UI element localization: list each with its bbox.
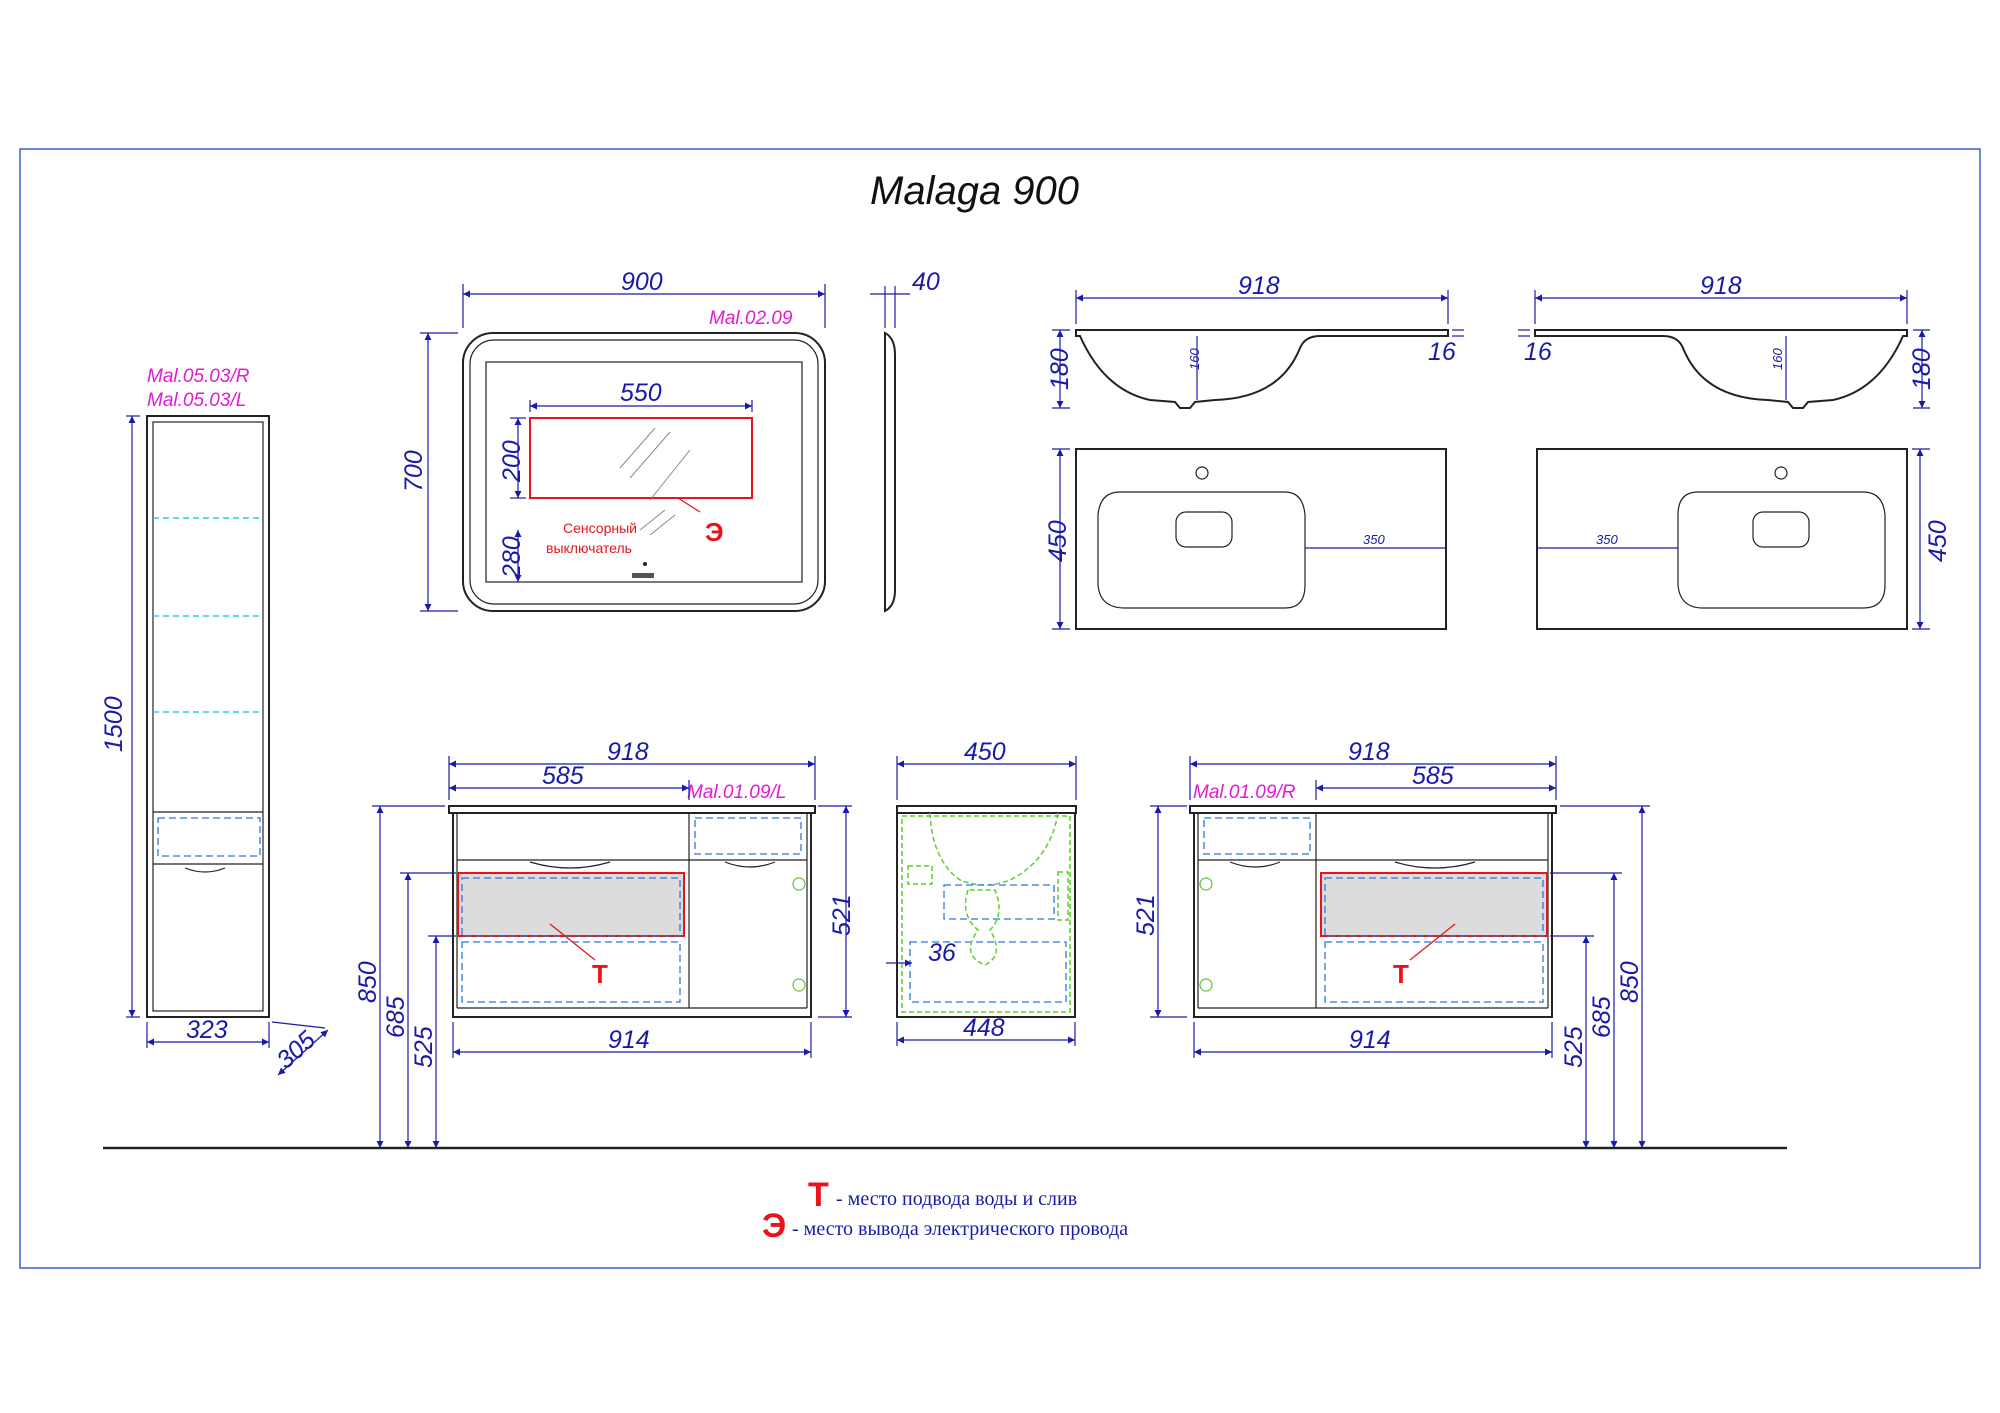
column-cabinet (146, 415, 270, 1018)
sink-right-plan (1536, 448, 1908, 630)
legend-t-text: - место подвода воды и слив (836, 1188, 1077, 1210)
sink-left-plan (1075, 448, 1447, 630)
vanity-left-h685-label: 685 (382, 996, 410, 1038)
mirror-height-label: 700 (400, 450, 428, 492)
vanity-right-top-width-label: 918 (1348, 738, 1390, 766)
mirror-panel-height-label: 200 (498, 440, 526, 483)
legend-e-text: - место вывода электрического провода (792, 1218, 1128, 1240)
mirror-switch-label-2: выключатель (546, 540, 632, 556)
vanity-right-body-height-label: 521 (1132, 894, 1160, 936)
vanity-right-h525-label: 525 (1560, 1026, 1588, 1068)
mirror-switch-label-1: Сенсорный (563, 520, 637, 536)
mirror-side (884, 331, 896, 613)
mirror-code: Mal.02.09 (709, 308, 793, 329)
legend-e-mark: Э (762, 1207, 786, 1245)
vanity-right-h685-label: 685 (1588, 996, 1616, 1038)
vanity-side-body-depth-label: 448 (963, 1014, 1005, 1042)
sink-right-inner-label: 160 (1770, 348, 1785, 370)
sink-left-section (1075, 329, 1449, 409)
mirror-electric-mark: Э (705, 517, 724, 547)
vanity-left-h850-label: 850 (354, 961, 382, 1003)
vanity-side-gap-label: 36 (928, 939, 956, 967)
sink-right-width-label: 918 (1700, 272, 1742, 300)
sink-right-height-label: 180 (1908, 348, 1936, 390)
column-height-label: 1500 (100, 696, 128, 752)
column-width-label: 323 (186, 1016, 228, 1044)
vanity-left-water-mark: Т (592, 959, 608, 989)
vanity-left-top-width-label: 918 (607, 738, 649, 766)
mirror-switch-height-label: 280 (498, 536, 526, 579)
sink-left-offset-label: 350 (1363, 532, 1385, 547)
mirror-panel-width-label: 550 (620, 379, 662, 407)
legend-t-mark: Т (808, 1176, 829, 1214)
page-title: Malaga 900 (870, 169, 1079, 213)
vanity-right-code: Mal.01.09/R (1193, 782, 1296, 803)
vanity-right-water-mark: Т (1393, 959, 1409, 989)
sink-left-inner-label: 160 (1187, 348, 1202, 370)
vanity-left-h525-label: 525 (410, 1026, 438, 1068)
sheet-frame (19, 148, 1981, 1269)
vanity-right-drawer-width-label: 585 (1412, 762, 1454, 790)
vanity-right-h850-label: 850 (1616, 961, 1644, 1003)
vanity-left-front (448, 805, 816, 1018)
vanity-left-drawer-width-label: 585 (542, 762, 584, 790)
sink-right-rim-label: 16 (1524, 338, 1552, 366)
vanity-left-body-height-label: 521 (828, 894, 856, 936)
sink-left-depth-label: 450 (1044, 520, 1072, 562)
sink-left-width-label: 918 (1238, 272, 1280, 300)
vanity-side (896, 805, 1077, 1018)
column-depth-label: 305 (271, 1026, 321, 1075)
sink-right-offset-label: 350 (1596, 532, 1618, 547)
sink-left-height-label: 180 (1046, 348, 1074, 390)
sink-right-depth-label: 450 (1924, 520, 1952, 562)
sink-left-rim-label: 16 (1428, 338, 1456, 366)
vanity-side-top-depth-label: 450 (964, 738, 1006, 766)
column-code-r: Mal.05.03/R (147, 366, 250, 387)
mirror-width-label: 900 (621, 268, 663, 296)
sink-right-section (1534, 329, 1908, 409)
mirror-depth-label: 40 (912, 268, 940, 296)
vanity-left-body-width-label: 914 (608, 1026, 650, 1054)
vanity-right-front (1189, 805, 1557, 1018)
vanity-left-code: Mal.01.09/L (687, 782, 786, 803)
column-code-l: Mal.05.03/L (147, 390, 246, 411)
vanity-right-body-width-label: 914 (1349, 1026, 1391, 1054)
mirror-front (462, 332, 826, 612)
